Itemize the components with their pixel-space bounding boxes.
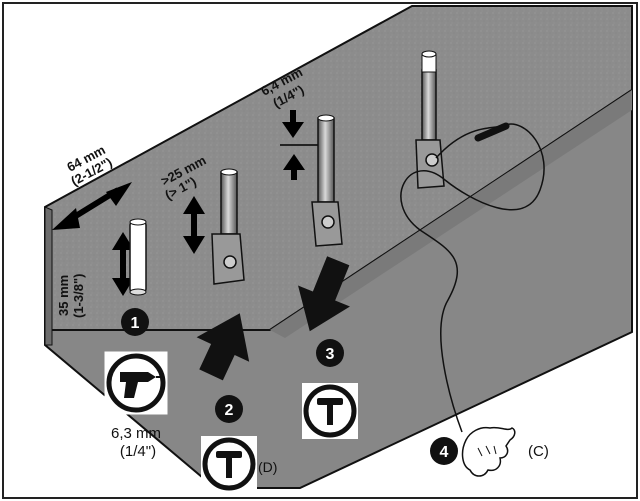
step-2-badge: 2 xyxy=(215,395,243,423)
hand-icon xyxy=(461,426,516,477)
step-4-badge: 4 xyxy=(430,437,458,465)
height-arrow xyxy=(112,232,134,296)
svg-text:4: 4 xyxy=(440,444,449,461)
drill-icon xyxy=(104,351,168,415)
height-mm-label: 35 mm xyxy=(56,275,71,316)
drill-size-in: (1/4") xyxy=(120,443,156,460)
width-arrow xyxy=(52,182,132,230)
hammer-d-label: (D) xyxy=(258,459,277,475)
drill-size-mm: 6,3 mm xyxy=(111,425,161,442)
depth-arrow xyxy=(183,196,205,254)
step-3-badge: 3 xyxy=(316,339,344,367)
svg-text:3: 3 xyxy=(326,346,335,363)
step-1-badge: 1 xyxy=(121,308,149,336)
drilled-hole xyxy=(129,218,147,296)
insert-arrow xyxy=(196,313,250,381)
height-in-label: (1-3/8") xyxy=(71,274,86,318)
svg-text:2: 2 xyxy=(225,402,234,419)
svg-text:1: 1 xyxy=(131,315,140,332)
hammer-icon-step-3 xyxy=(302,383,358,439)
hand-c-label: (C) xyxy=(528,443,549,460)
wire-clip xyxy=(474,122,510,142)
hammer-icon-step-2 xyxy=(201,436,257,492)
anchor-step-2 xyxy=(211,168,245,285)
anchor-step-3 xyxy=(311,114,343,247)
block-end-face xyxy=(44,206,53,346)
drive-arrow xyxy=(298,256,350,332)
gap-arrows xyxy=(280,110,330,180)
